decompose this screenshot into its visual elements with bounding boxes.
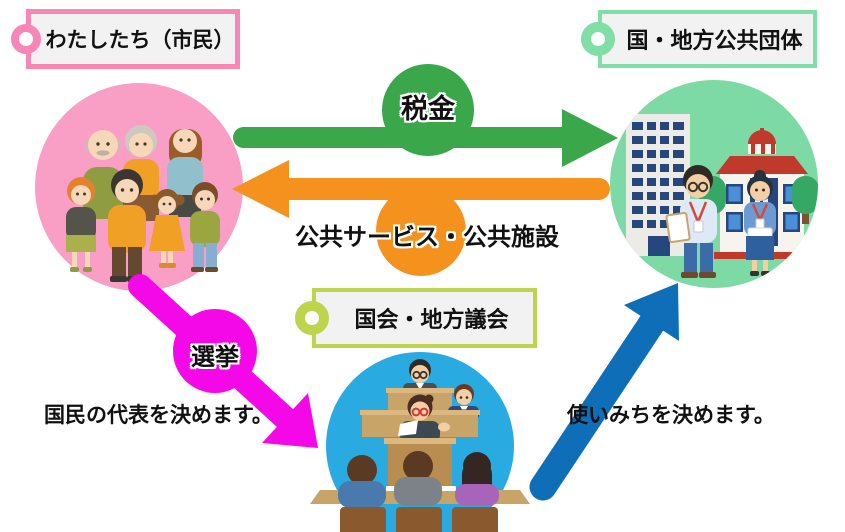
citizens-bullet-icon [11,24,41,54]
citizens-label-box: わたしたち（市民） [11,9,240,69]
tax-arrow-label: 税金 [401,94,455,125]
chair [340,507,386,532]
person-audience-center [394,451,442,506]
lectern [384,438,456,444]
parliament-label-box: 国会・地方議会 [295,288,537,348]
budget-caption: 使いみちを決めます。 [567,403,775,427]
budget-arrow-head-icon [624,283,679,341]
person-little-girl [149,189,185,268]
person-speaker [398,394,450,443]
person-boy [190,182,220,272]
election-arrow-label: 選挙 [191,343,239,371]
person-teen-girl [66,177,96,272]
person-male-official [665,165,717,278]
government-illustration [626,114,818,278]
tax-arrow-shaft [233,127,565,148]
upper-podium [386,388,454,393]
election-badge-circle [173,309,257,393]
assembly-illustration [310,359,530,532]
public-service-arrow-head-icon [232,160,289,218]
election-caption: 国民の代表を決めます。 [44,403,273,427]
public-service-arrow-label: 公共サービス・公共施設 [295,223,559,251]
election-arrow-head-icon [262,393,318,448]
person-audience-right [455,452,499,506]
public-service-badge-circle [376,186,466,276]
parliament-label: 国会・地方議会 [354,308,509,333]
person-father [108,169,146,282]
citizens-label: わたしたち（市民） [45,28,235,52]
government-label-box: 国・地方公共団体 [581,10,817,68]
parliament-circle-illustration [310,352,530,532]
government-bullet-icon [581,22,615,56]
person-female-official [744,170,776,276]
public-service-arrow-shaft [288,178,610,200]
government-label: 国・地方公共団体 [626,29,803,54]
parliament-bullet-icon [295,301,329,335]
citizens-circle-illustration [35,83,243,291]
tree-icon-2 [792,176,818,224]
family-illustration [66,125,220,282]
chair [396,507,442,532]
tax-arrow-head-icon [562,109,618,167]
person-audience-left [338,455,386,508]
chair [452,507,498,532]
budget-arrow [529,283,679,501]
government-circle-illustration [610,80,818,288]
